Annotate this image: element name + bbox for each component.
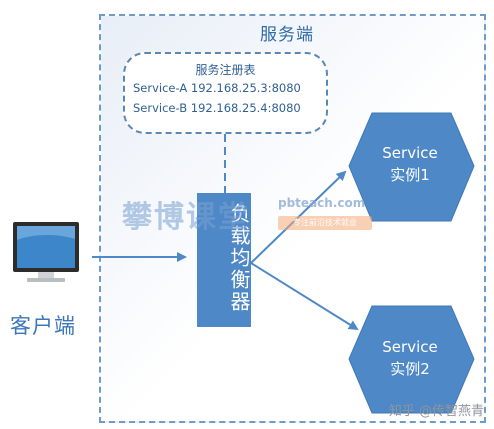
- service-registry: 服务注册表 Service-A 192.168.25.3:8080 Servic…: [123, 52, 328, 134]
- source-credit: 知乎 @传智燕青: [388, 404, 484, 419]
- registry-row-service-b: Service-B 192.168.25.4:8080: [133, 101, 301, 115]
- registry-row-service-a: Service-A 192.168.25.3:8080: [133, 81, 301, 95]
- service1-label: Service 实例1: [350, 142, 470, 186]
- load-balancer-label: 负载均衡器: [227, 203, 251, 313]
- service1-name: Service: [382, 144, 438, 162]
- service2-name: Service: [382, 338, 438, 356]
- service2-label: Service 实例2: [350, 336, 470, 380]
- registry-title: 服务注册表: [195, 63, 256, 77]
- balancer-to-service2-arrow: [250, 262, 359, 331]
- service1-hexagon: [348, 112, 475, 222]
- service2-instance: 实例2: [390, 360, 430, 378]
- load-balancer: 负载均衡器: [197, 193, 251, 327]
- client-monitor-icon: [13, 222, 79, 282]
- service1-instance: 实例1: [390, 166, 430, 184]
- service2-hexagon: [348, 305, 475, 414]
- client-label: 客户端: [10, 314, 76, 338]
- server-region-title: 服务端: [260, 25, 314, 45]
- balancer-to-service1-arrow: [250, 170, 347, 264]
